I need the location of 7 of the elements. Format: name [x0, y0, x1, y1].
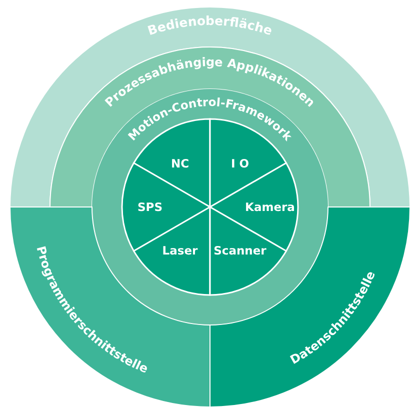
sector-label: SPS: [138, 200, 162, 214]
sector-label: Scanner: [214, 243, 266, 258]
sector-label: Kamera: [245, 200, 295, 214]
sector-label: Laser: [162, 243, 198, 258]
ring-label: Bedienoberfläche: [146, 13, 274, 38]
sector-label: I O: [230, 156, 250, 171]
sector-label: NC: [170, 156, 190, 171]
